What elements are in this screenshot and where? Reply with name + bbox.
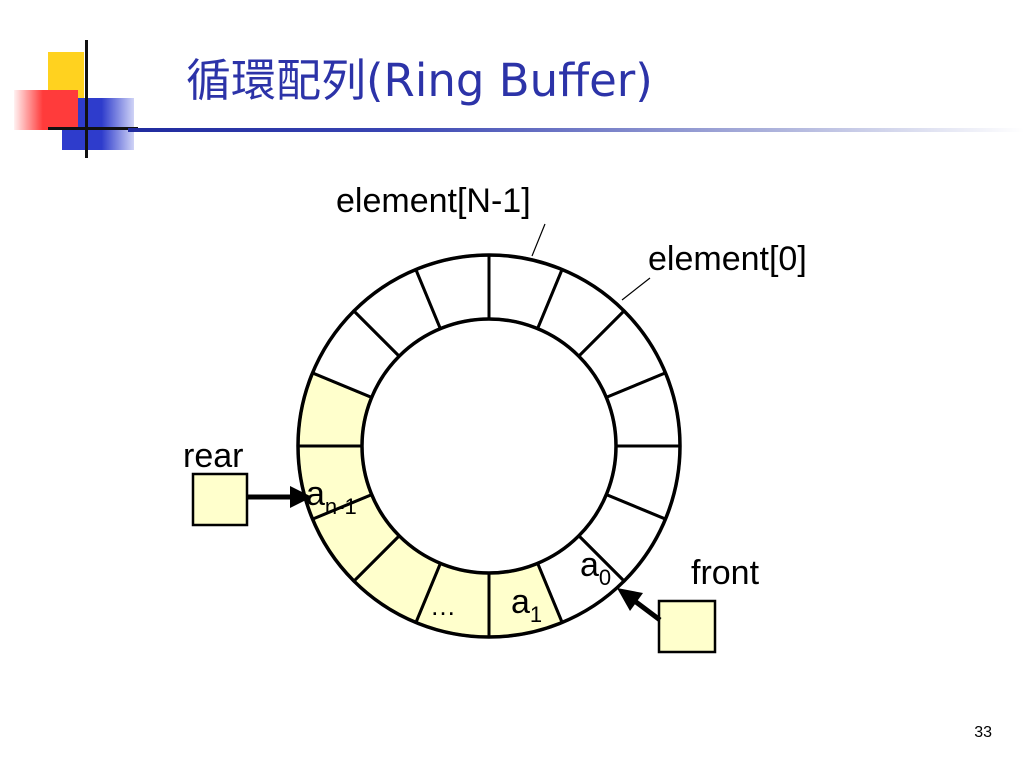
cell-label-a-n-1-sub: n-1 [325,494,357,519]
callout-line-last [531,223,546,257]
label-element-last: element[N-1] [336,182,531,220]
cell-label-a0: a0 [580,546,611,590]
cell-label-ellipsis: … [430,591,456,621]
cell-label-a1: a1 [511,583,542,627]
label-rear: rear [183,437,243,475]
cell-label-a-n-1-base: a [306,475,325,513]
cell-label-a1-base: a [511,583,530,621]
cell-label-a0-sub: 0 [599,565,611,590]
ring-cells [296,253,682,639]
title-deco-red-bar [14,90,78,130]
rear-arrow-head [290,486,312,508]
label-element-first: element[0] [648,240,807,278]
label-front: front [691,554,760,592]
slide-title: 循環配列(Ring Buffer) [186,54,653,107]
front-arrow-head [617,588,643,611]
cell-label-a0-base: a [580,546,599,584]
ring-inner-circle [360,317,618,575]
front-pointer-box [657,599,717,654]
cell-label-a1-sub: 1 [530,602,542,627]
callout-line-first [621,277,651,301]
ring-outer-circle [296,253,682,639]
title-underline [128,128,1024,132]
title-deco-horizontal-line [48,127,138,130]
ring-outlines [296,253,682,639]
rear-pointer-box [191,472,249,527]
title-deco-vertical-line [85,40,88,158]
front-arrow-shaft [630,597,662,622]
cell-label-a-n-1: an-1 [306,475,357,519]
page-number: 33 [974,724,992,741]
